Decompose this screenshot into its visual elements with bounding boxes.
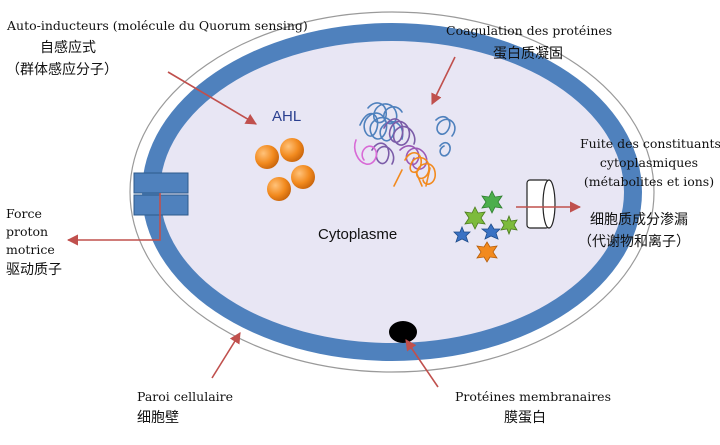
proton-channel (133, 172, 189, 216)
arrow-proteines-membranaires (405, 339, 439, 388)
annotation-arrows (66, 56, 582, 388)
ion-star (500, 214, 518, 236)
force-proton-label-fr1: Force (6, 206, 42, 221)
coagulated-proteins (353, 102, 456, 187)
fuite-label-fr2: cytoplasmiques (599, 155, 699, 170)
proteines-membranaires-label-fr: Protéines membranaires (455, 389, 611, 404)
paroi-label-zh: 细胞壁 (137, 410, 179, 426)
coagulation-label-zh: 蛋白质凝固 (493, 46, 563, 62)
fuite-label-fr3: (métabolites et ions) (583, 174, 715, 189)
coagulation-label-fr: Coagulation des protéines (446, 23, 613, 38)
ahl-molecules (255, 138, 315, 201)
cytoplasm (160, 41, 624, 343)
membrane-protein (389, 321, 417, 343)
force-proton-label-zh: 驱动质子 (6, 262, 62, 278)
ion-star (480, 223, 501, 240)
ahl-label: AHL (272, 108, 302, 125)
fuite-label-fr1: Fuite des constituants (580, 136, 720, 151)
ion-star (481, 190, 503, 214)
proteines-membranaires-label-zh: 膜蛋白 (504, 410, 546, 426)
auto-inducteurs-label-fr: Auto-inducteurs (molécule du Quorum sens… (7, 18, 308, 33)
fuite-label-zh2: （代谢物和离子） (578, 234, 690, 250)
ion-star (476, 241, 498, 263)
ion-star (464, 206, 486, 230)
paroi-label-fr: Paroi cellulaire (137, 389, 234, 404)
arrow-paroi (211, 332, 241, 379)
arrow-coagulation (431, 56, 456, 106)
arrow-force-proton (66, 193, 161, 246)
force-proton-label-fr2: proton (6, 224, 49, 239)
arrow-auto-inducteurs (167, 71, 257, 125)
metabolites-ions (453, 190, 518, 263)
auto-inducteurs-label-zh1: 自感应式 (40, 40, 96, 56)
auto-inducteurs-label-zh2: （群体感应分子） (6, 62, 118, 78)
ion-star (453, 225, 471, 243)
leakage-channel (526, 179, 556, 229)
fuite-label-zh1: 细胞质成分渗漏 (590, 212, 688, 228)
cytoplasm-label: Cytoplasme (318, 226, 398, 243)
force-proton-label-fr3: motrice (6, 242, 55, 257)
